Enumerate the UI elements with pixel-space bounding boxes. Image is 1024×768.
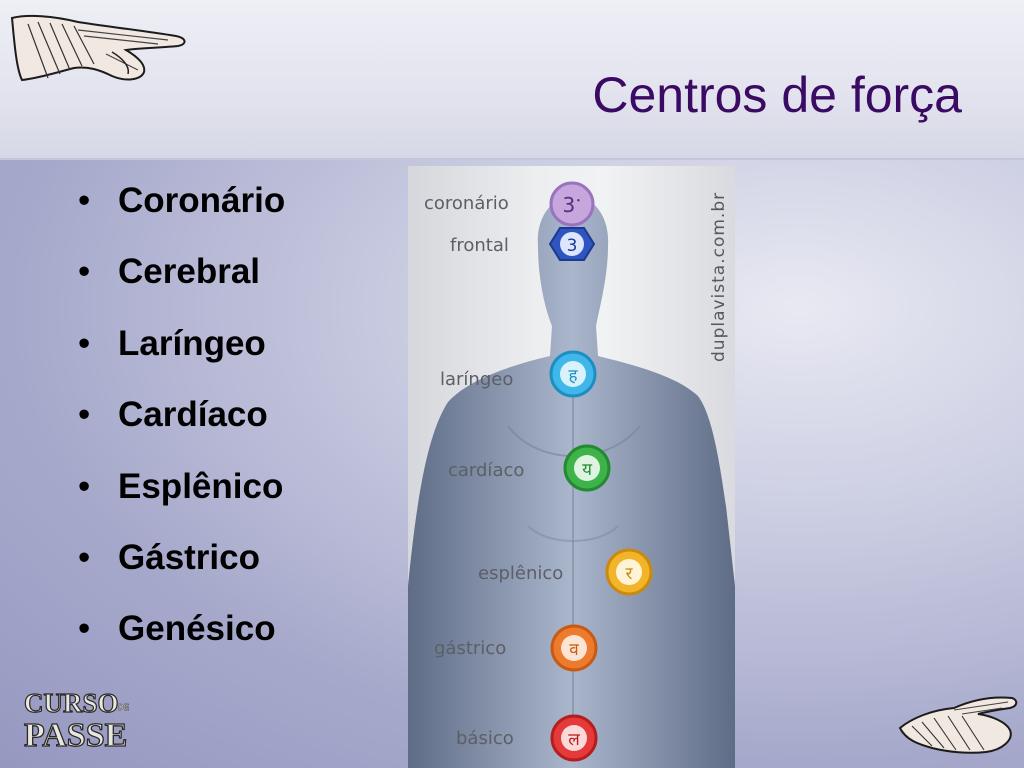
svg-text:CURSO: CURSO <box>24 688 119 718</box>
svg-text:य: य <box>582 460 593 480</box>
svg-text:र: र <box>626 564 634 584</box>
label-laringeo: laríngeo <box>440 369 513 390</box>
bullet-item: Coronário <box>78 176 285 247</box>
svg-text:व: व <box>569 640 579 660</box>
svg-text:3: 3 <box>567 236 578 256</box>
slide-title: Centros de força <box>592 67 962 123</box>
body-illustration: coronário frontal laríngeo cardíaco espl… <box>408 181 735 768</box>
header-band <box>0 0 1024 160</box>
pointing-hand-icon <box>10 14 186 82</box>
crown-chakra-icon: 3ॱ <box>549 181 595 227</box>
throat-chakra-icon: ह <box>549 350 597 398</box>
svg-text:3ॱ: 3ॱ <box>562 193 581 217</box>
bullet-item: Laríngeo <box>78 319 285 390</box>
heart-chakra-icon: य <box>563 444 611 492</box>
root-chakra-icon: ल <box>550 714 598 762</box>
spleen-chakra-icon: र <box>605 548 653 596</box>
label-coronario: coronário <box>424 193 509 214</box>
watermark-text: duplavista.com.br <box>709 192 729 362</box>
third-eye-chakra-icon: 3 <box>548 227 596 261</box>
label-cardiaco: cardíaco <box>448 460 524 481</box>
bullet-item: Esplênico <box>78 462 285 533</box>
svg-text:PASSE: PASSE <box>24 717 127 750</box>
bullet-item: Cerebral <box>78 247 285 318</box>
label-esplenico: esplênico <box>478 563 563 584</box>
chakra-figure: coronário frontal laríngeo cardíaco espl… <box>408 166 735 768</box>
svg-text:DE: DE <box>118 703 130 712</box>
bullet-item: Genésico <box>78 604 285 675</box>
svg-text:ह: ह <box>568 366 578 386</box>
bullet-item: Cardíaco <box>78 390 285 461</box>
label-frontal: frontal <box>450 235 509 256</box>
bullet-list: Coronário Cerebral Laríngeo Cardíaco Esp… <box>78 176 285 676</box>
svg-text:ल: ल <box>568 730 580 750</box>
solar-plexus-chakra-icon: व <box>550 624 598 672</box>
label-gastrico: gástrico <box>434 638 506 659</box>
curso-de-passe-logo: CURSO DE PASSE <box>23 687 130 750</box>
label-basico: básico <box>456 728 514 749</box>
open-hand-icon <box>898 696 1018 754</box>
bullet-item: Gástrico <box>78 533 285 604</box>
